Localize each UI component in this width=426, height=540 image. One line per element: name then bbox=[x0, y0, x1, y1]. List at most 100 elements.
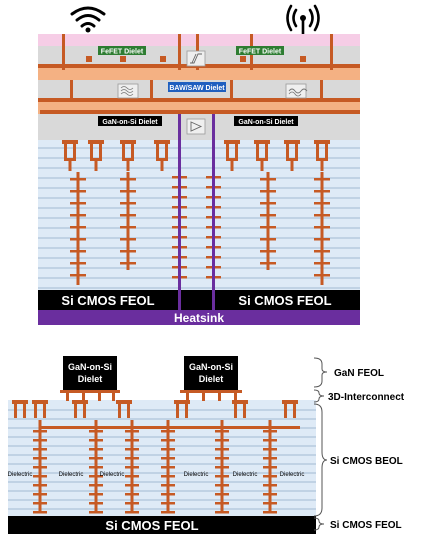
copper-pad bbox=[120, 140, 136, 144]
copper-rung bbox=[120, 178, 136, 181]
copper-rung bbox=[215, 484, 229, 487]
dielet-left-line2: Dielet bbox=[78, 374, 103, 384]
copper-rung bbox=[263, 511, 277, 514]
gan-label-right-bg bbox=[234, 116, 298, 126]
copper-rung bbox=[89, 448, 103, 451]
copper-rung bbox=[70, 214, 86, 217]
via-feol-right bbox=[212, 290, 215, 310]
copper-via bbox=[64, 144, 67, 158]
dielectric-label-6: Dielectric bbox=[280, 472, 305, 478]
copper-via bbox=[230, 161, 234, 171]
copper-rung bbox=[70, 262, 86, 265]
copper-pad bbox=[62, 140, 78, 144]
copper-rung bbox=[89, 475, 103, 478]
copper-rung bbox=[33, 484, 47, 487]
copper-rung bbox=[263, 493, 277, 496]
copper-via bbox=[286, 144, 289, 158]
copper-pad bbox=[86, 56, 92, 62]
copper-via bbox=[320, 161, 324, 171]
copper-rung bbox=[260, 226, 276, 229]
bottom-feol-bar bbox=[8, 516, 316, 534]
copper-pad bbox=[284, 140, 300, 144]
copper-rung bbox=[33, 493, 47, 496]
gan-label-left-bg bbox=[98, 116, 162, 126]
copper-rung bbox=[161, 475, 175, 478]
fefet-label-right-bg bbox=[236, 46, 284, 55]
copper-line bbox=[266, 172, 270, 270]
cmos-feol-bar bbox=[38, 290, 360, 310]
copper-rung bbox=[125, 493, 139, 496]
copper-rung bbox=[125, 484, 139, 487]
copper-rung bbox=[161, 430, 175, 433]
copper-rung bbox=[33, 448, 47, 451]
copper-rung bbox=[70, 178, 86, 181]
copper-rung bbox=[215, 466, 229, 469]
copper-bump bbox=[218, 393, 221, 401]
copper-rung bbox=[125, 475, 139, 478]
copper-rung bbox=[314, 178, 330, 181]
copper-bump-row bbox=[180, 390, 242, 393]
copper-rung bbox=[215, 448, 229, 451]
copper-rung bbox=[161, 511, 175, 514]
copper-via bbox=[122, 144, 125, 158]
copper-rung bbox=[161, 466, 175, 469]
amplifier-icon bbox=[186, 118, 206, 135]
copper-via bbox=[325, 144, 328, 158]
brace-interconnect bbox=[313, 389, 325, 403]
copper-via bbox=[185, 404, 188, 418]
copper-via bbox=[70, 80, 73, 102]
copper-pad bbox=[116, 400, 132, 404]
copper-via bbox=[316, 144, 319, 158]
copper-via bbox=[34, 404, 37, 418]
copper-rung bbox=[125, 502, 139, 505]
copper-rung bbox=[120, 262, 136, 265]
copper-rung bbox=[125, 457, 139, 460]
copper-rung bbox=[120, 238, 136, 241]
copper-rung bbox=[215, 502, 229, 505]
heatsink-label: Heatsink bbox=[174, 311, 224, 325]
copper-rung bbox=[263, 484, 277, 487]
copper-via bbox=[290, 161, 294, 171]
copper-pad bbox=[174, 400, 190, 404]
copper-pad bbox=[72, 400, 88, 404]
copper-via bbox=[150, 80, 153, 102]
copper-via bbox=[126, 161, 130, 171]
cmos-feol-left: Si CMOS FEOL bbox=[61, 293, 154, 308]
copper-rung bbox=[70, 274, 86, 277]
copper-rung bbox=[70, 190, 86, 193]
copper-via bbox=[83, 404, 86, 418]
copper-bump bbox=[98, 393, 101, 401]
baw-label: BAW/SAW Dielet bbox=[169, 85, 225, 92]
copper-bus-3 bbox=[40, 110, 360, 114]
copper-rung bbox=[215, 457, 229, 460]
copper-via bbox=[131, 144, 134, 158]
salmon-layer-1 bbox=[38, 68, 360, 80]
copper-riser bbox=[178, 34, 181, 70]
hysteresis-icon bbox=[186, 50, 206, 67]
copper-rung bbox=[70, 202, 86, 205]
copper-via bbox=[230, 80, 233, 102]
copper-rung bbox=[263, 475, 277, 478]
copper-rung bbox=[33, 430, 47, 433]
copper-rung bbox=[260, 178, 276, 181]
copper-riser bbox=[62, 34, 65, 70]
copper-rung bbox=[161, 484, 175, 487]
copper-rung bbox=[260, 190, 276, 193]
copper-rung bbox=[120, 190, 136, 193]
copper-via bbox=[176, 404, 179, 418]
dielectric-label-5: Dielectric bbox=[233, 472, 258, 478]
copper-via bbox=[99, 144, 102, 158]
dielet-right bbox=[184, 356, 238, 390]
copper-pad bbox=[286, 158, 298, 161]
via-feol-left bbox=[178, 290, 181, 310]
copper-rung bbox=[161, 493, 175, 496]
copper-rung bbox=[263, 466, 277, 469]
copper-rung bbox=[260, 238, 276, 241]
copper-rung bbox=[89, 502, 103, 505]
copper-pad bbox=[90, 158, 102, 161]
broadcast-icon-right bbox=[286, 4, 320, 36]
dielet-right-line2: Dielet bbox=[199, 374, 224, 384]
fefet-label-left: FeFET Dielet bbox=[101, 49, 144, 56]
copper-rung bbox=[125, 439, 139, 442]
